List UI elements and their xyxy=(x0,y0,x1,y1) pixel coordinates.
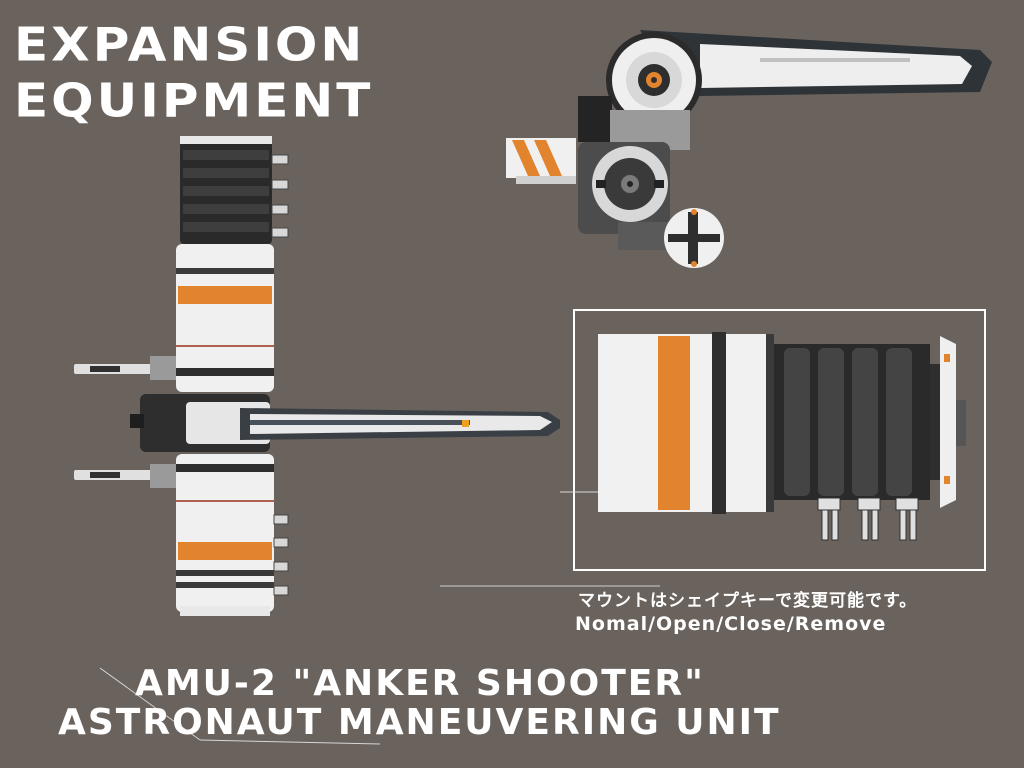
shape-key-note: マウントはシェイプキーで変更可能です。 xyxy=(578,591,918,611)
title-line-2: EQUIPMENT xyxy=(14,74,374,128)
product-description: ASTRONAUT MANEUVERING UNIT xyxy=(58,702,781,743)
title-line-1: EXPANSION xyxy=(14,18,366,72)
product-name: AMU-2 "ANKER SHOOTER" xyxy=(135,663,705,704)
detail-view-frame xyxy=(573,309,986,571)
mount-modes-note: Nomal/Open/Close/Remove xyxy=(575,613,887,635)
